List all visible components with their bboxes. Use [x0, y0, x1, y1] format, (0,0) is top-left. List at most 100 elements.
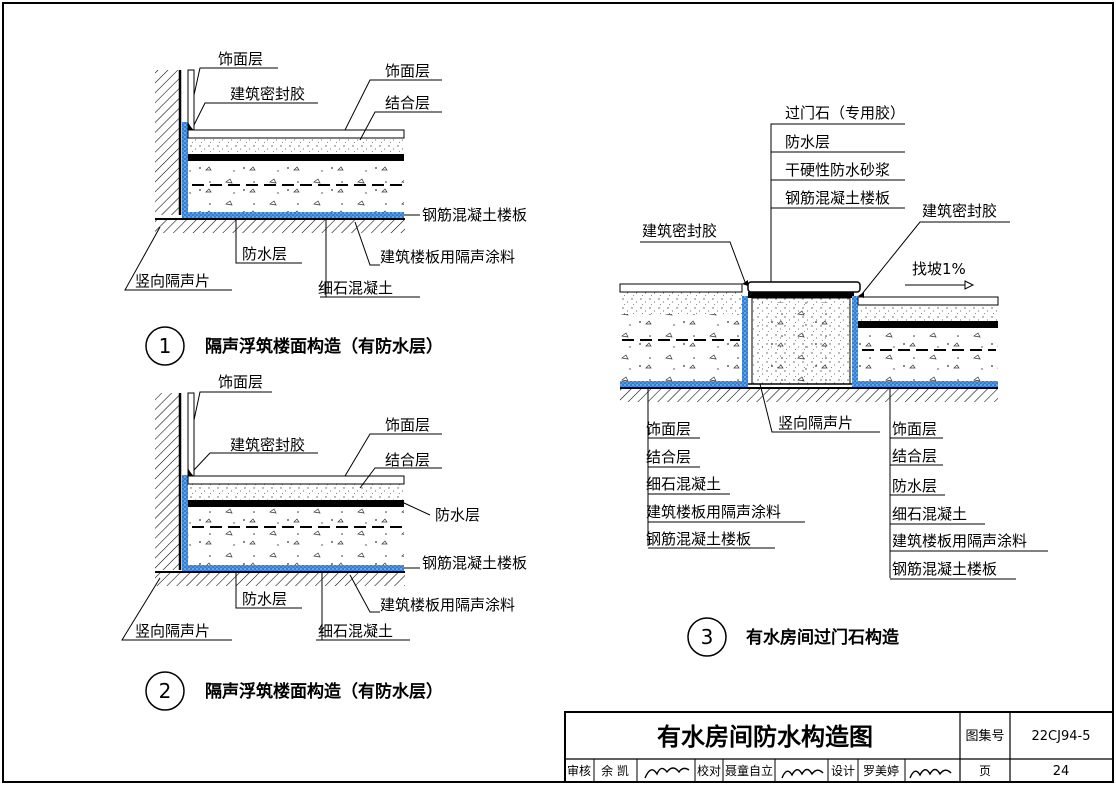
- vertical-acoustic-pad: [182, 122, 188, 214]
- check-label: 校对: [697, 763, 721, 778]
- right-finish: [857, 296, 999, 306]
- threshold-stone: [747, 281, 861, 293]
- right-fine-concrete: [858, 329, 998, 381]
- ground-hatch: [155, 572, 405, 586]
- left-fine-concrete: [620, 314, 742, 381]
- threshold-waterproof: [748, 292, 854, 298]
- diagram-3: 过门石（专用胶） 防水层 干硬性防水砂浆 钢筋混凝土楼板 建筑密封胶 建筑密封胶…: [619, 104, 1048, 657]
- label-acoustic-coating: 建筑楼板用隔声涂料: [380, 248, 515, 266]
- label-vertical-pad: 竖向隔声片: [135, 272, 210, 290]
- label-rc-slab: 钢筋混凝土楼板: [422, 554, 527, 572]
- fine-concrete-layer: [188, 162, 404, 212]
- reviewer-signature: [644, 767, 690, 779]
- label-finish: 饰面层: [385, 62, 430, 80]
- page-number: 24: [1053, 764, 1070, 779]
- checker-name: 聂童自立: [725, 763, 773, 778]
- diagram-number: 2: [159, 679, 172, 703]
- label-vertical-pad: 竖向隔声片: [135, 622, 210, 640]
- label-top-1: 过门石（专用胶）: [785, 104, 905, 122]
- sealant: [188, 468, 194, 476]
- page-label: 页: [979, 764, 991, 778]
- right-vertical-pad: [852, 296, 858, 384]
- diagram-number: 3: [701, 625, 714, 649]
- label-waterproof: 防水层: [242, 245, 287, 263]
- atlas-number: 22CJ94-5: [1032, 729, 1091, 744]
- label-left-3: 细石混凝土: [646, 475, 721, 493]
- label-left-4: 建筑楼板用隔声涂料: [646, 503, 781, 521]
- title-block-frame: [564, 711, 1114, 783]
- label-sealant-right: 建筑密封胶: [922, 202, 997, 220]
- left-vertical-pad: [742, 296, 748, 384]
- label-right-2: 结合层: [892, 447, 937, 465]
- wall-hatch: [155, 393, 180, 570]
- label-sealant-left: 建筑密封胶: [642, 222, 717, 240]
- label-right-6: 钢筋混凝土楼板: [892, 560, 997, 578]
- right-acoustic-coating: [852, 381, 998, 387]
- sealant: [188, 122, 194, 130]
- diagram-caption: 隔声浮筑楼面构造（有防水层）: [205, 336, 443, 357]
- waterproof-layer: [188, 154, 404, 161]
- label-waterproof: 防水层: [242, 590, 287, 608]
- label-right-4: 细石混凝土: [892, 505, 967, 523]
- diagram-number-circle: [145, 671, 185, 711]
- checker-signature: [781, 768, 824, 779]
- left-acoustic-coating: [620, 381, 748, 387]
- label-waterproof-right: 防水层: [435, 506, 480, 524]
- diagram-2: 饰面层 饰面层 建筑密封胶 结合层 防水层 钢筋混凝土楼板 防水层 建筑楼板用隔…: [121, 373, 527, 711]
- label-top-4: 钢筋混凝土楼板: [785, 189, 890, 207]
- acoustic-coating-layer: [182, 212, 404, 218]
- label-left-2: 结合层: [646, 448, 691, 466]
- ground-hatch: [620, 388, 998, 402]
- label-rc-slab: 钢筋混凝土楼板: [422, 206, 527, 224]
- label-finish: 饰面层: [385, 416, 430, 434]
- threshold-concrete: [762, 302, 842, 382]
- label-top-3: 干硬性防水砂浆: [785, 161, 890, 179]
- label-top-2: 防水层: [785, 133, 830, 151]
- atlas-label: 图集号: [965, 728, 1004, 744]
- waterproof-layer: [188, 500, 404, 507]
- label-vertical-pad: 竖向隔声片: [778, 414, 853, 432]
- designer-name: 罗美婷: [863, 763, 899, 778]
- diagram-number-circle: [145, 326, 185, 366]
- label-bonding: 结合层: [385, 94, 430, 112]
- left-finish: [619, 283, 743, 293]
- label-right-1: 饰面层: [892, 420, 937, 438]
- drawing-title: 有水房间防水构造图: [657, 723, 873, 751]
- leader-lines: [121, 391, 442, 641]
- label-wall-finish: 饰面层: [218, 50, 263, 68]
- vertical-acoustic-pad: [182, 475, 188, 567]
- bonding-layer: [188, 138, 404, 154]
- diagram-number-circle: [687, 617, 727, 657]
- label-right-5: 建筑楼板用隔声涂料: [892, 532, 1027, 550]
- diagram-caption: 隔声浮筑楼面构造（有防水层）: [205, 681, 443, 702]
- designer-signature: [909, 768, 952, 779]
- right-waterproof: [858, 321, 998, 328]
- right-bonding: [858, 305, 998, 321]
- finish-layer: [187, 475, 405, 485]
- acoustic-coating-layer: [182, 565, 404, 571]
- label-bonding: 结合层: [385, 451, 430, 469]
- title-block: 有水房间防水构造图 图集号 22CJ94-5 审核 余 凯 校对 聂童自立 设计…: [564, 711, 1114, 783]
- finish-layer: [187, 129, 405, 139]
- label-sealant: 建筑密封胶: [230, 436, 305, 454]
- bonding-layer: [188, 484, 404, 500]
- wall-finish: [187, 392, 195, 477]
- leader-lines: [640, 123, 1048, 580]
- label-left-5: 钢筋混凝土楼板: [646, 530, 751, 548]
- fine-concrete-layer: [188, 507, 404, 565]
- left-bonding: [620, 292, 742, 314]
- leader-lines: [124, 67, 442, 298]
- ground-hatch: [155, 219, 405, 233]
- label-fine-concrete: 细石混凝土: [318, 622, 393, 640]
- review-label: 审核: [567, 763, 591, 778]
- sealant-left: [742, 280, 748, 286]
- label-wall-finish: 饰面层: [218, 373, 263, 391]
- slope-arrow-head: [964, 280, 975, 290]
- diagram-1: 饰面层 建筑密封胶 饰面层 结合层 钢筋混凝土楼板 防水层 建筑楼板用隔声涂料 …: [124, 50, 527, 366]
- label-acoustic-coating: 建筑楼板用隔声涂料: [380, 596, 515, 614]
- reviewer-name: 余 凯: [601, 763, 629, 778]
- label-slope: 找坡1%: [912, 260, 966, 278]
- label-sealant: 建筑密封胶: [230, 85, 305, 103]
